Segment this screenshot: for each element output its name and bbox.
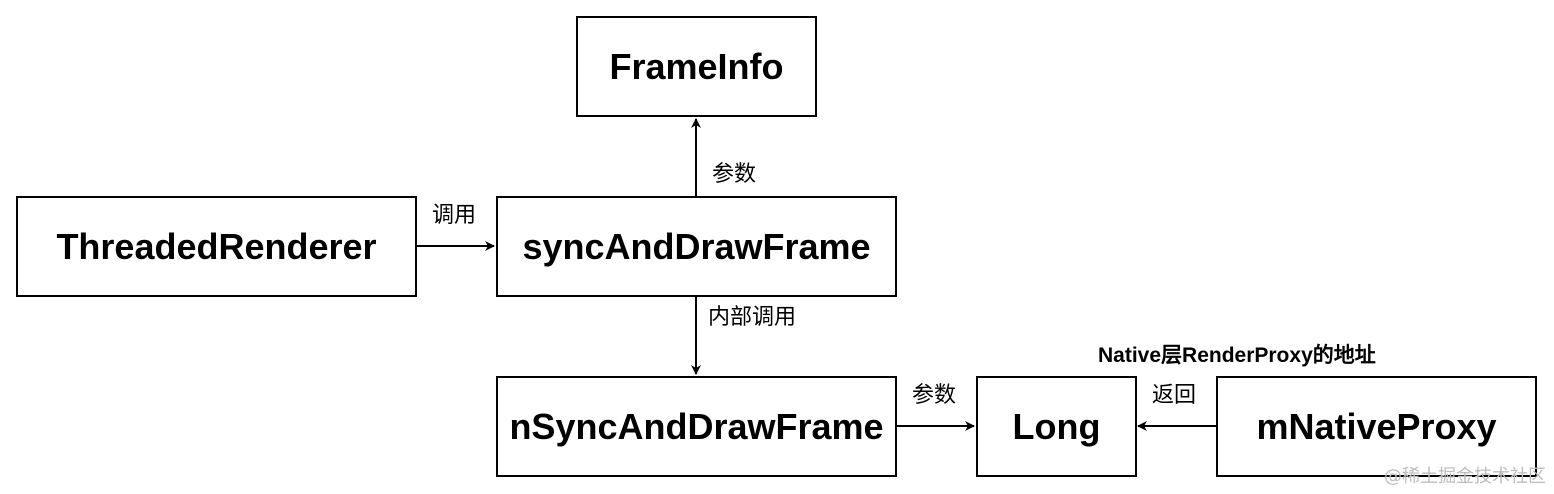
edge-label-call: 调用: [432, 203, 477, 228]
frame-info-node: FrameInfo: [576, 16, 817, 117]
edge-label-return: 返回: [1152, 383, 1197, 408]
edge-label-native-proxy-address: Native层RenderProxy的地址: [1098, 344, 1376, 367]
sync-and-draw-frame-node: syncAndDrawFrame: [496, 196, 897, 297]
n-sync-and-draw-frame-node: nSyncAndDrawFrame: [496, 376, 897, 477]
m-native-proxy-node: mNativeProxy: [1216, 376, 1537, 477]
long-node: Long: [976, 376, 1137, 477]
edge-label-param-long: 参数: [912, 383, 957, 408]
watermark: @稀土掘金技术社区: [1384, 466, 1546, 487]
edge-label-internal-call: 内部调用: [708, 305, 797, 330]
edge-label-param-frameinfo: 参数: [712, 162, 757, 187]
threaded-renderer-node: ThreadedRenderer: [16, 196, 417, 297]
